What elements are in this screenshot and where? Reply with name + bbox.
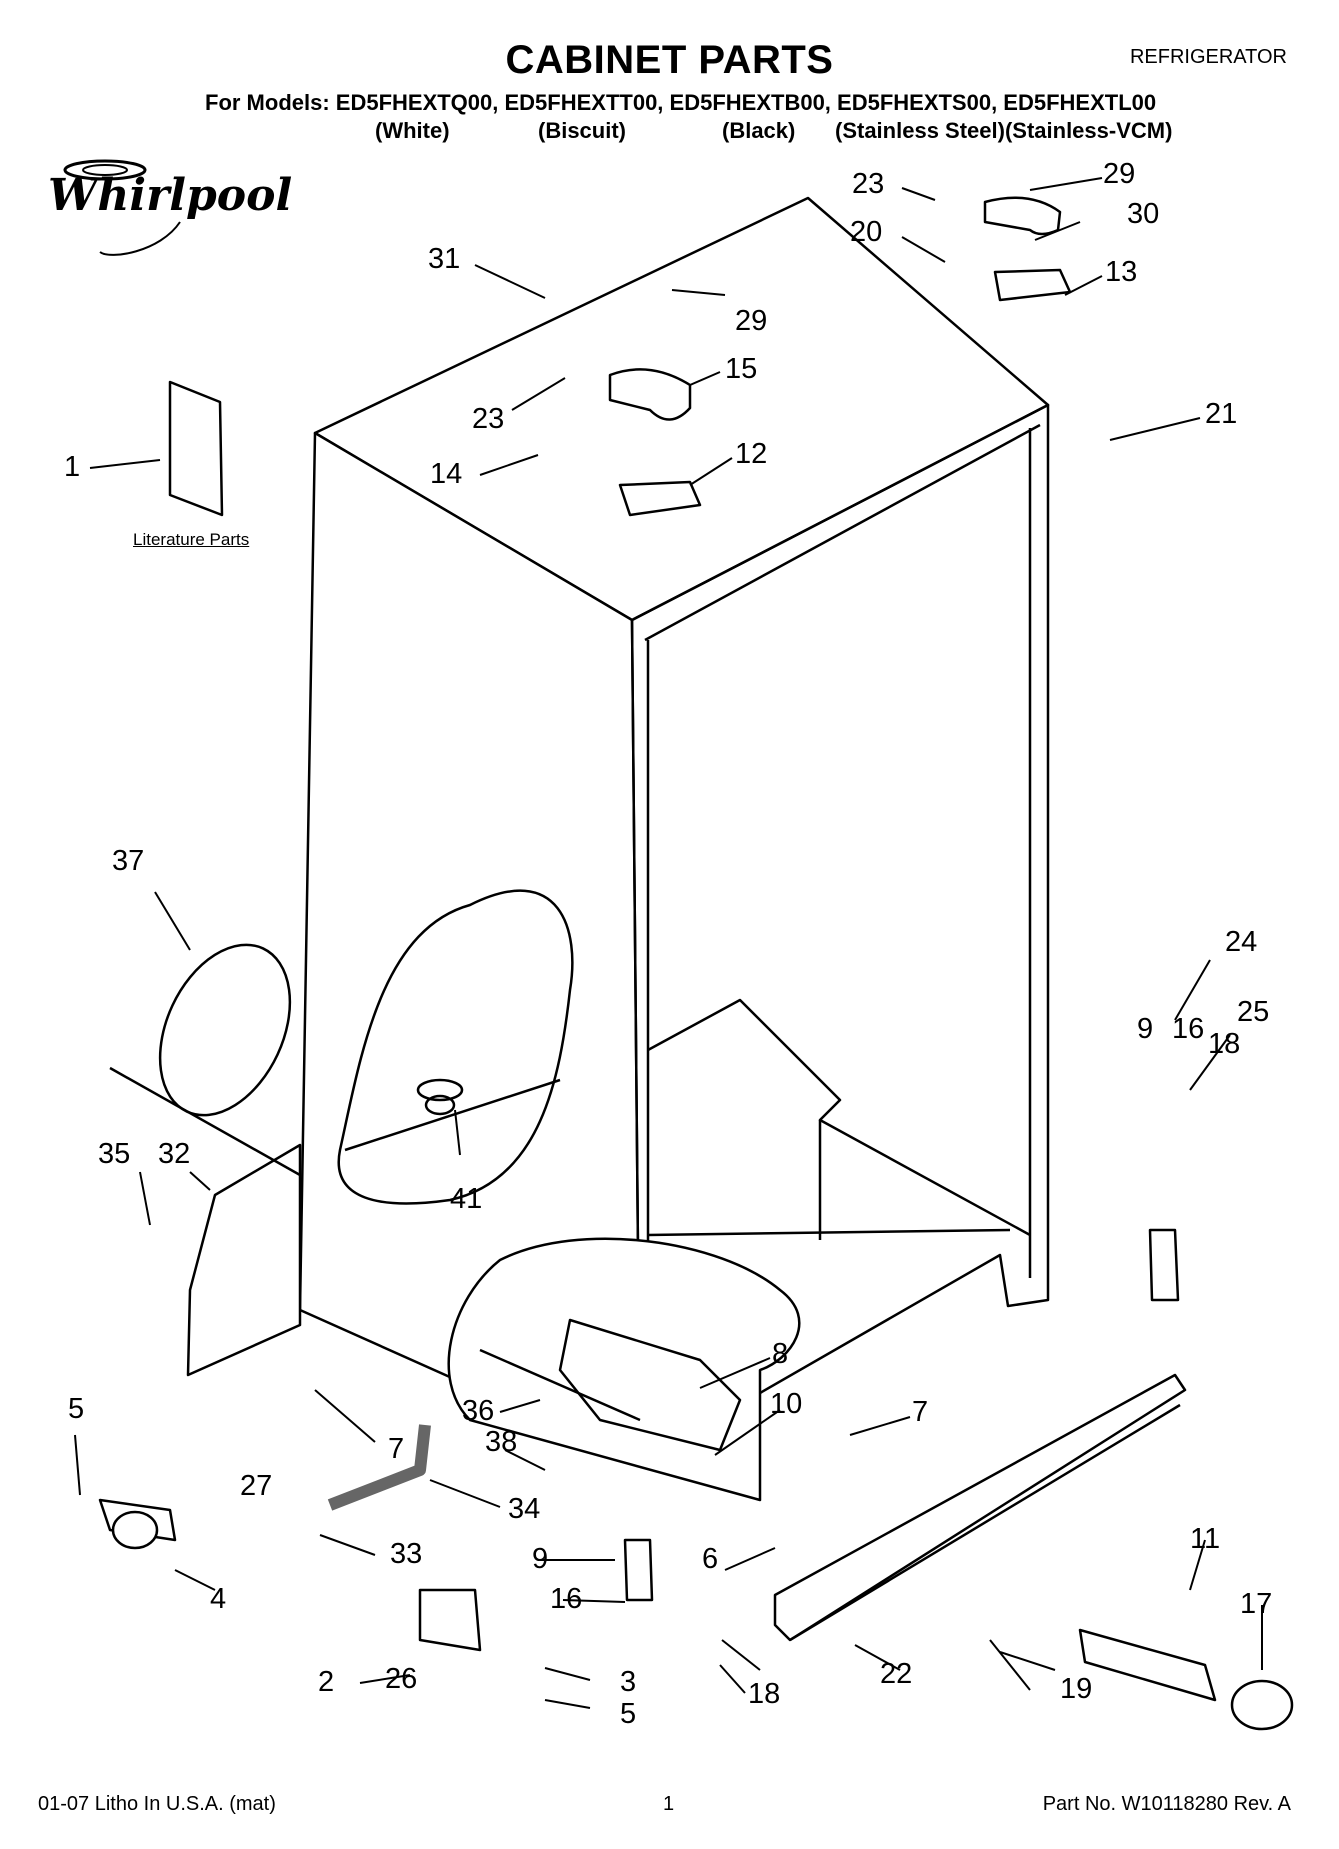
interior-shelf (647, 998, 1031, 1237)
toe-grille (773, 1373, 1187, 1642)
hinge-cover-right (983, 196, 1062, 236)
lower-hinge-left (418, 1588, 482, 1652)
lower-cutaway (447, 1237, 801, 1502)
top-hinge-left (618, 480, 702, 517)
filter-housing (558, 1318, 742, 1452)
callout-7-right: 7 (912, 1396, 929, 1428)
callout-26: 26 (385, 1663, 418, 1695)
logo-wordmark: Whirlpool (48, 170, 293, 221)
footer-page-number: 1 (663, 1793, 675, 1815)
callout-27: 27 (240, 1470, 273, 1502)
callout-29-top: 29 (1103, 158, 1136, 190)
color-biscuit: (Biscuit) (538, 118, 626, 143)
callout-35: 35 (98, 1138, 131, 1170)
callout-22: 22 (880, 1658, 913, 1690)
literature-parts-label: Literature Parts (133, 530, 250, 549)
callout-23-top: 23 (852, 168, 885, 200)
hinge-cover-left (608, 368, 692, 421)
hinge-bracket-right (1148, 1228, 1180, 1302)
callout-34: 34 (508, 1493, 541, 1525)
callout-7: 7 (388, 1433, 405, 1465)
callout-38: 38 (485, 1426, 518, 1458)
callout-29-mid: 29 (735, 305, 768, 337)
callout-12: 12 (735, 438, 768, 470)
footer-litho: 01-07 Litho In U.S.A. (mat) (38, 1793, 276, 1815)
leader-lines (74, 177, 1263, 1709)
color-white: (White) (375, 118, 450, 143)
callout-10: 10 (770, 1388, 803, 1420)
callout-9-lower: 9 (532, 1543, 549, 1575)
callout-4: 4 (210, 1583, 227, 1615)
callout-2: 2 (318, 1666, 335, 1698)
callout-31: 31 (428, 243, 461, 275)
callout-33: 33 (390, 1538, 423, 1570)
callout-16-right: 16 (1172, 1013, 1205, 1045)
callout-14: 14 (430, 458, 463, 490)
callout-16-lower: 16 (550, 1583, 583, 1615)
whirlpool-logo: Whirlpool (30, 152, 292, 262)
callout-24: 24 (1225, 926, 1258, 958)
callout-36: 36 (462, 1395, 495, 1427)
top-hinge-right (993, 268, 1072, 302)
appliance-label: REFRIGERATOR (1129, 46, 1287, 68)
callout-23-mid: 23 (472, 403, 505, 435)
callout-8: 8 (772, 1338, 789, 1370)
callout-17: 17 (1240, 1588, 1273, 1620)
callout-3: 3 (620, 1666, 637, 1698)
callout-13: 13 (1105, 256, 1138, 288)
filter-cap (1230, 1679, 1294, 1731)
water-tube-coil (158, 943, 292, 1117)
callout-21: 21 (1205, 398, 1238, 430)
callout-37: 37 (112, 845, 145, 877)
callout-18-right: 18 (1208, 1028, 1241, 1060)
cabinet-cutaway (337, 889, 574, 1205)
callout-25: 25 (1237, 996, 1270, 1028)
callout-18-lower: 18 (748, 1678, 781, 1710)
literature-booklet (168, 380, 224, 517)
callout-41: 41 (450, 1183, 483, 1215)
callout-6: 6 (702, 1543, 719, 1575)
callout-11: 11 (1190, 1523, 1221, 1555)
callout-1: 1 (64, 451, 81, 483)
callout-32: 32 (158, 1138, 191, 1170)
rear-access-panel (186, 1143, 302, 1377)
hinge-bracket-lower (623, 1538, 654, 1602)
callout-19: 19 (1060, 1673, 1093, 1705)
footer-part-number: Part No. W10118280 Rev. A (1042, 1793, 1291, 1815)
drain-tube (327, 1424, 431, 1511)
page-title: CABINET PARTS (505, 38, 834, 82)
color-black: (Black) (722, 118, 796, 143)
callout-9-right: 9 (1137, 1013, 1154, 1045)
models-line: For Models: ED5FHEXTQ00, ED5FHEXTT00, ED… (205, 90, 1157, 115)
callout-5-lower: 5 (620, 1698, 637, 1730)
logo-swoosh-icon (63, 159, 181, 256)
water-filter (1078, 1628, 1217, 1702)
callout-30: 30 (1127, 198, 1160, 230)
callout-15: 15 (725, 353, 758, 385)
callout-20: 20 (850, 216, 883, 248)
drain-icon (416, 1078, 464, 1102)
color-stainless: (Stainless Steel)(Stainless-VCM) (835, 118, 1173, 143)
callout-5: 5 (68, 1393, 85, 1425)
